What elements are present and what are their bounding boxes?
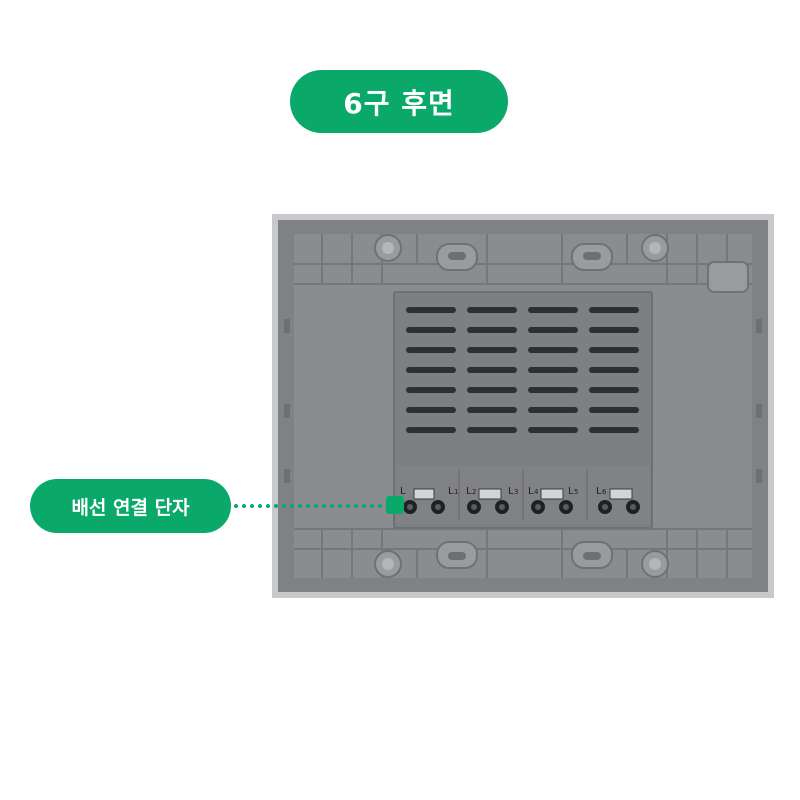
vent-grille	[406, 307, 639, 433]
terminal-label-left: L	[596, 486, 602, 497]
terminal-label-right: L	[448, 486, 454, 497]
terminal-group-1: L L 1	[400, 486, 458, 514]
terminal-label-right-sub: 5	[574, 488, 578, 496]
wiring-terminal-callout: 배선 연결 단자	[30, 479, 231, 533]
terminal-label-left: L	[400, 486, 406, 497]
terminal-group-4: L 6	[596, 486, 640, 514]
callout-leader-line	[234, 504, 390, 508]
terminal-group-3: L 4 L 5	[528, 486, 578, 514]
terminal-label-right: L	[568, 486, 574, 497]
terminal-label-left: L	[528, 486, 534, 497]
callout-label: 배선 연결 단자	[71, 496, 190, 519]
terminal-label-left-sub: 2	[472, 488, 476, 496]
terminal-label-left: L	[466, 486, 472, 497]
callout-marker	[386, 496, 404, 514]
switch-back-plate: L L 1 L 2 L 3 L 4 L 5 L 6	[272, 214, 774, 598]
terminal-label-left-sub: 4	[534, 488, 539, 496]
page-title: 6구 후면	[290, 70, 508, 133]
terminal-label-right: L	[508, 486, 514, 497]
terminal-label-right-sub: 1	[454, 488, 458, 496]
page-title-text: 6구 후면	[343, 86, 455, 120]
terminal-group-2: L 2 L 3	[466, 486, 518, 514]
terminal-label-right-sub: 3	[514, 488, 518, 496]
terminal-label-left-sub: 6	[602, 488, 607, 496]
